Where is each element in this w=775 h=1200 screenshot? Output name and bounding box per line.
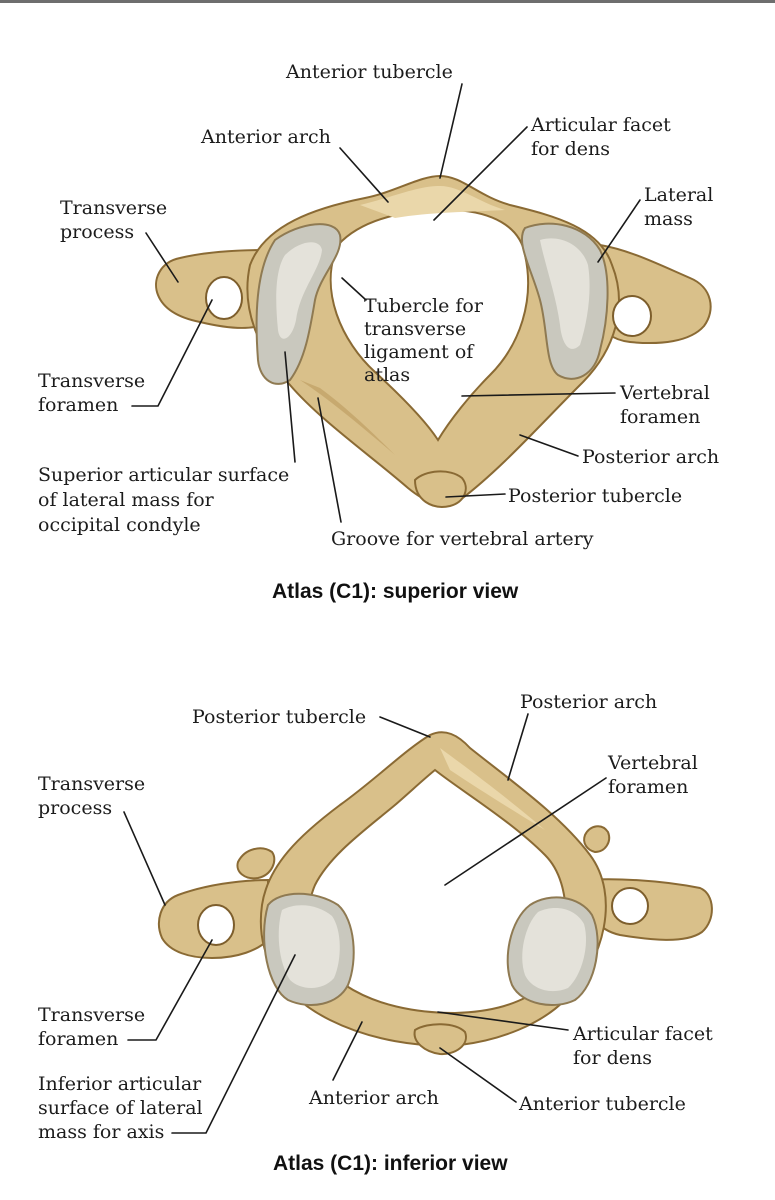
sup-label-anterior-arch: Anterior arch	[200, 126, 331, 148]
leader-sup-transverse-process	[145, 232, 179, 283]
leader-inf-anterior-tubercle	[439, 1047, 517, 1103]
leader-inf-posterior-tubercle	[379, 716, 431, 738]
leader-sup-transverse-foramen	[131, 299, 213, 407]
leader-sup-superior-articular-surface	[284, 351, 296, 463]
inferior-right-facet-highlight	[522, 908, 587, 992]
sup-label-posterior-arch: Posterior arch	[582, 446, 719, 468]
sup-label-transverse-foramen: Transverse foramen	[38, 370, 151, 416]
sup-label-superior-articular-surface: Superior articular surface of lateral ma…	[38, 464, 295, 536]
superior-leader-lines	[131, 83, 641, 523]
inferior-leader-lines	[123, 713, 607, 1134]
leader-sup-vertebral-foramen	[461, 392, 616, 397]
sup-label-tubercle-transverse-ligament: Tubercle for transverse ligament of atla…	[364, 295, 489, 386]
leader-sup-lateral-mass	[597, 199, 641, 263]
inferior-arch-highlight	[440, 748, 545, 830]
leader-inf-vertebral-foramen	[444, 777, 607, 886]
leader-inf-transverse-process	[123, 811, 166, 906]
inf-label-anterior-tubercle: Anterior tubercle	[518, 1093, 686, 1115]
sup-label-lateral-mass: Lateral mass	[644, 184, 719, 230]
caption-inferior-view: Atlas (C1): inferior view	[273, 1152, 508, 1175]
leader-inf-transverse-foramen	[127, 939, 213, 1041]
inferior-labels: Posterior tubercle Posterior arch Verteb…	[38, 691, 719, 1143]
inferior-left-posterior-bump	[236, 847, 276, 880]
superior-labels: Anterior tubercle Anterior arch Articula…	[38, 61, 719, 550]
inferior-left-transverse-foramen	[197, 904, 235, 946]
leader-sup-posterior-tubercle	[445, 493, 506, 498]
sup-label-vertebral-foramen: Vertebral foramen	[619, 382, 716, 428]
top-border-line	[0, 0, 775, 3]
superior-posterior-tubercle-shape	[413, 470, 467, 508]
leader-sup-anterior-arch	[339, 147, 389, 203]
sup-label-articular-facet-dens: Articular facet for dens	[530, 114, 677, 160]
leader-sup-groove-vertebral-artery	[317, 397, 342, 523]
sup-label-anterior-tubercle: Anterior tubercle	[285, 61, 453, 83]
sup-label-groove-vertebral-artery: Groove for vertebral artery	[331, 528, 594, 550]
leader-sup-anterior-tubercle	[439, 83, 463, 179]
leader-inf-posterior-arch	[507, 713, 529, 781]
inf-label-inferior-articular-surface: Inferior articular surface of lateral ma…	[38, 1073, 209, 1143]
inferior-left-facet-highlight	[278, 905, 340, 988]
inferior-right-posterior-bump	[583, 825, 611, 854]
leader-inf-anterior-arch	[332, 1021, 363, 1081]
sup-label-transverse-process: Transverse process	[60, 197, 173, 243]
inf-label-transverse-foramen: Transverse foramen	[38, 1004, 151, 1050]
inferior-anterior-tubercle-shape	[413, 1023, 467, 1056]
leader-sup-articular-facet-dens	[433, 126, 528, 221]
inf-label-posterior-tubercle: Posterior tubercle	[192, 706, 366, 728]
leader-sup-tubercle-transverse-ligament	[341, 277, 367, 301]
superior-right-transverse-foramen	[612, 295, 652, 337]
leader-inf-inferior-articular-surface	[171, 954, 296, 1134]
inf-label-vertebral-foramen: Vertebral foramen	[607, 752, 704, 798]
inferior-right-transverse-foramen	[611, 887, 649, 925]
superior-left-facet-highlight	[276, 242, 322, 339]
sup-label-posterior-tubercle: Posterior tubercle	[508, 485, 682, 507]
superior-arch-highlight	[360, 185, 505, 218]
inf-label-transverse-process: Transverse process	[38, 773, 151, 819]
inf-label-articular-facet-dens: Articular facet for dens	[572, 1023, 719, 1069]
atlas-superior-view-illustration	[155, 174, 712, 508]
leader-sup-posterior-arch	[519, 434, 579, 457]
inf-label-posterior-arch: Posterior arch	[520, 691, 657, 713]
superior-left-transverse-foramen	[205, 276, 243, 320]
inf-label-anterior-arch: Anterior arch	[308, 1087, 439, 1109]
atlas-inferior-view-illustration	[158, 731, 713, 1056]
leader-inf-articular-facet-dens	[437, 1011, 569, 1031]
caption-superior-view: Atlas (C1): superior view	[272, 580, 519, 603]
superior-right-facet-highlight	[540, 238, 590, 349]
